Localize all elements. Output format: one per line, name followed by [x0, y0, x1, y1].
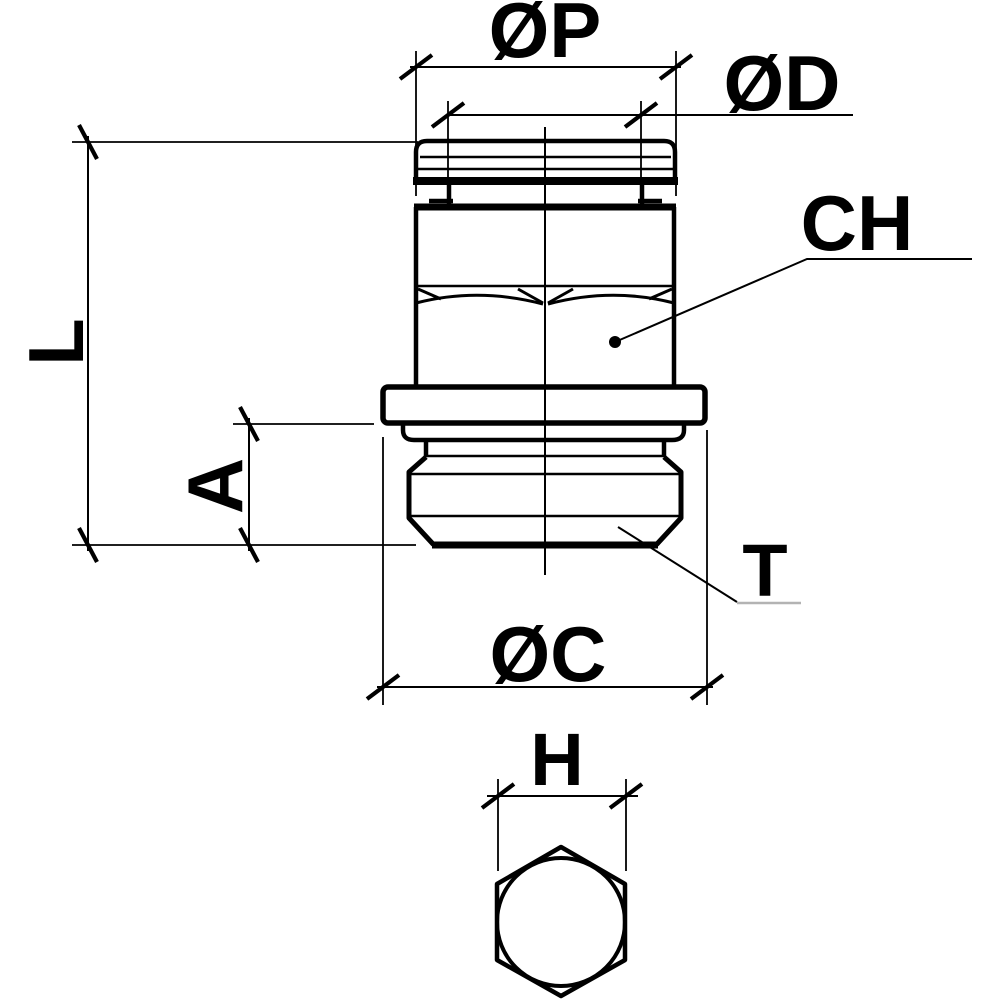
hex-chamfer-arc-right — [547, 293, 675, 306]
h-tick-left — [480, 782, 516, 810]
h-label: H — [530, 718, 583, 801]
dimension-op: ØP — [398, 0, 694, 196]
dimension-h: H — [480, 718, 644, 871]
hex-body — [413, 198, 677, 389]
oc-label: ØC — [490, 610, 607, 698]
ch-leader-line — [614, 258, 972, 343]
h-tick-right — [608, 782, 644, 810]
a-label: A — [171, 458, 259, 514]
oc-tick-left — [365, 673, 401, 701]
t-leader-line — [617, 526, 738, 603]
a-tick-top — [238, 406, 260, 442]
l-label: L — [12, 318, 100, 366]
t-label: T — [742, 529, 787, 612]
inscribed-circle — [495, 856, 627, 988]
fitting-front-view — [380, 127, 708, 575]
dimension-l: L — [12, 124, 418, 563]
a-tick-bottom — [238, 527, 260, 563]
hex-bevel-1 — [417, 287, 442, 301]
hex-chamfer-arc-left — [415, 293, 544, 306]
hex-bevel-4 — [648, 287, 673, 301]
od-tick-right — [623, 101, 659, 129]
hex-bevel-2 — [517, 287, 544, 305]
hex-bevel-3 — [547, 287, 574, 305]
flange — [380, 384, 708, 426]
hexagon-outline — [494, 844, 628, 999]
od-label: ØD — [724, 39, 841, 127]
op-tick-right — [658, 53, 694, 81]
callout-ch: CH — [609, 179, 972, 348]
thread-step — [400, 424, 687, 443]
dimension-a: A — [171, 406, 374, 563]
threaded-end — [400, 424, 687, 549]
l-tick-top — [77, 124, 99, 160]
oc-tick-right — [689, 673, 725, 701]
l-tick-bottom — [77, 527, 99, 563]
dimension-od: ØD — [430, 39, 853, 180]
op-label: ØP — [489, 0, 602, 74]
callout-t: T — [617, 526, 801, 612]
ch-label: CH — [801, 179, 914, 267]
op-tick-left — [398, 53, 434, 81]
dimension-oc: ØC — [365, 430, 725, 705]
fitting-end-view — [494, 844, 628, 999]
od-tick-left — [430, 101, 466, 129]
